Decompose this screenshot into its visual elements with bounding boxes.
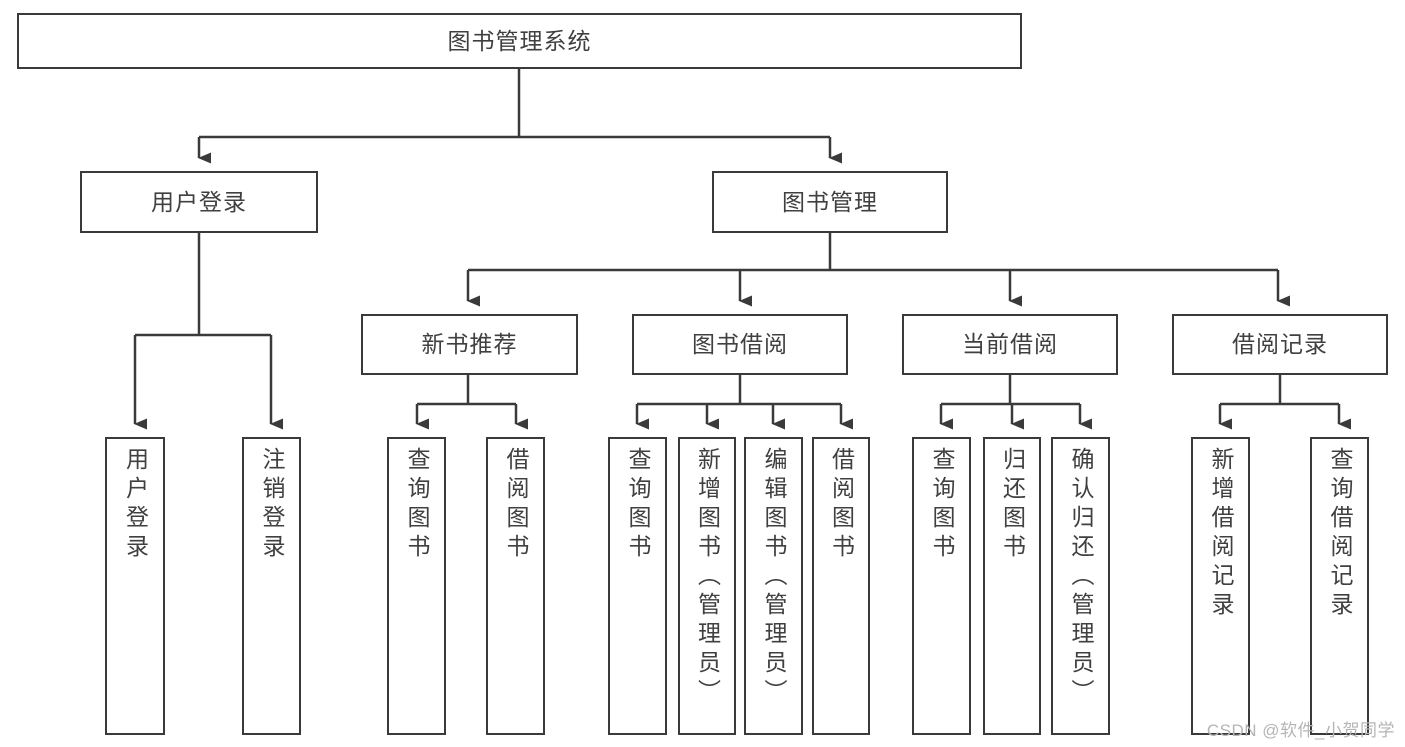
connector-bookmanage-to-level3 <box>466 233 1290 307</box>
node-new-book-recommend[interactable]: 新书推荐 <box>361 314 578 375</box>
node-leaf-add-borrow-record-label: 新增借阅记录 <box>1208 447 1234 621</box>
node-new-book-recommend-label: 新书推荐 <box>421 331 518 358</box>
connector-bookborrow-to-leaves <box>635 375 853 430</box>
node-leaf-user-login-label: 用户登录 <box>122 447 149 563</box>
node-leaf-user-logout-label: 注销登录 <box>259 447 285 563</box>
node-leaf-add-book-admin[interactable]: 新增图书（管理员） <box>678 437 736 735</box>
node-leaf-query-borrow-record-label: 查询借阅记录 <box>1327 447 1353 621</box>
connector-currentborrow-to-leaves <box>939 375 1092 430</box>
node-leaf-borrow-book[interactable]: 借阅图书 <box>812 437 870 735</box>
node-leaf-query-book-borrow[interactable]: 查询图书 <box>608 437 667 735</box>
node-leaf-borrow-book-recommend-label: 借阅图书 <box>503 447 529 563</box>
node-current-borrow-label: 当前借阅 <box>962 331 1058 358</box>
node-leaf-edit-book-admin[interactable]: 编辑图书（管理员） <box>744 437 803 735</box>
node-borrow-record-label: 借阅记录 <box>1232 331 1328 358</box>
node-leaf-query-book-recommend-label: 查询图书 <box>404 447 430 563</box>
node-book-manage-label: 图书管理 <box>782 188 878 215</box>
node-leaf-confirm-return-admin[interactable]: 确认归还（管理员） <box>1051 437 1110 735</box>
connector-root-to-level2 <box>197 69 842 164</box>
node-leaf-borrow-book-label: 借阅图书 <box>828 447 855 563</box>
node-leaf-user-login[interactable]: 用户登录 <box>105 437 165 735</box>
node-leaf-edit-book-admin-label: 编辑图书（管理员） <box>761 447 787 708</box>
node-leaf-return-book[interactable]: 归还图书 <box>983 437 1041 735</box>
node-root-system[interactable]: 图书管理系统 <box>17 13 1022 69</box>
node-user-login[interactable]: 用户登录 <box>80 171 318 233</box>
node-root-label: 图书管理系统 <box>447 27 592 54</box>
node-leaf-add-borrow-record[interactable]: 新增借阅记录 <box>1191 437 1250 735</box>
connector-newbook-to-leaves <box>415 375 528 430</box>
node-leaf-user-logout[interactable]: 注销登录 <box>242 437 301 735</box>
csdn-watermark: CSDN @软件_小贺同学 <box>1206 721 1395 740</box>
connector-userlogin-to-leaves <box>133 233 283 430</box>
connector-borrowrecord-to-leaves <box>1218 375 1351 430</box>
node-leaf-query-borrow-record[interactable]: 查询借阅记录 <box>1310 437 1369 735</box>
node-leaf-query-book-borrow-label: 查询图书 <box>625 447 651 563</box>
node-borrow-record[interactable]: 借阅记录 <box>1172 314 1388 375</box>
node-book-borrow-label: 图书借阅 <box>692 331 788 358</box>
node-book-manage[interactable]: 图书管理 <box>712 171 948 233</box>
node-book-borrow[interactable]: 图书借阅 <box>632 314 848 375</box>
node-user-login-label: 用户登录 <box>151 188 247 215</box>
node-leaf-borrow-book-recommend[interactable]: 借阅图书 <box>486 437 545 735</box>
node-leaf-confirm-return-admin-label: 确认归还（管理员） <box>1068 447 1094 708</box>
node-leaf-add-book-admin-label: 新增图书（管理员） <box>694 447 721 708</box>
node-leaf-return-book-label: 归还图书 <box>999 447 1026 563</box>
node-leaf-query-book-current-label: 查询图书 <box>929 447 955 563</box>
node-leaf-query-book-current[interactable]: 查询图书 <box>912 437 971 735</box>
node-current-borrow[interactable]: 当前借阅 <box>902 314 1118 375</box>
node-leaf-query-book-recommend[interactable]: 查询图书 <box>387 437 446 735</box>
